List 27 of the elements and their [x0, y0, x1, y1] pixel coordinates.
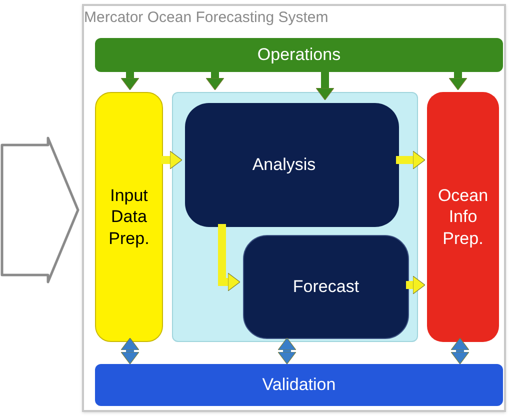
process-box	[185, 103, 399, 227]
process-band	[95, 38, 503, 72]
node-label: Input Data Prep.	[108, 185, 150, 249]
process-box	[95, 92, 163, 342]
node-label: Mercator Ocean Forecasting System	[84, 9, 328, 26]
node-label: Operations	[257, 44, 341, 66]
node-label: Analysis	[252, 154, 316, 176]
arrow	[161, 150, 182, 170]
arrow	[218, 224, 240, 292]
arrow	[120, 70, 140, 90]
input-block-arrow	[0, 136, 80, 284]
system-frame	[82, 4, 506, 412]
arrow	[406, 276, 426, 294]
node-label: Ocean Info Prep.	[436, 185, 490, 249]
arrow	[450, 338, 470, 364]
arrow	[448, 70, 468, 90]
node-label: Forecast	[292, 276, 360, 298]
arrow	[396, 150, 426, 170]
group-panel	[172, 92, 418, 342]
process-box	[243, 235, 409, 339]
arrow	[316, 70, 334, 100]
node-label: Validation	[262, 374, 336, 396]
process-box	[427, 92, 499, 342]
arrow	[278, 338, 296, 364]
arrow	[206, 70, 224, 90]
process-band	[95, 364, 503, 406]
arrow	[120, 338, 140, 364]
